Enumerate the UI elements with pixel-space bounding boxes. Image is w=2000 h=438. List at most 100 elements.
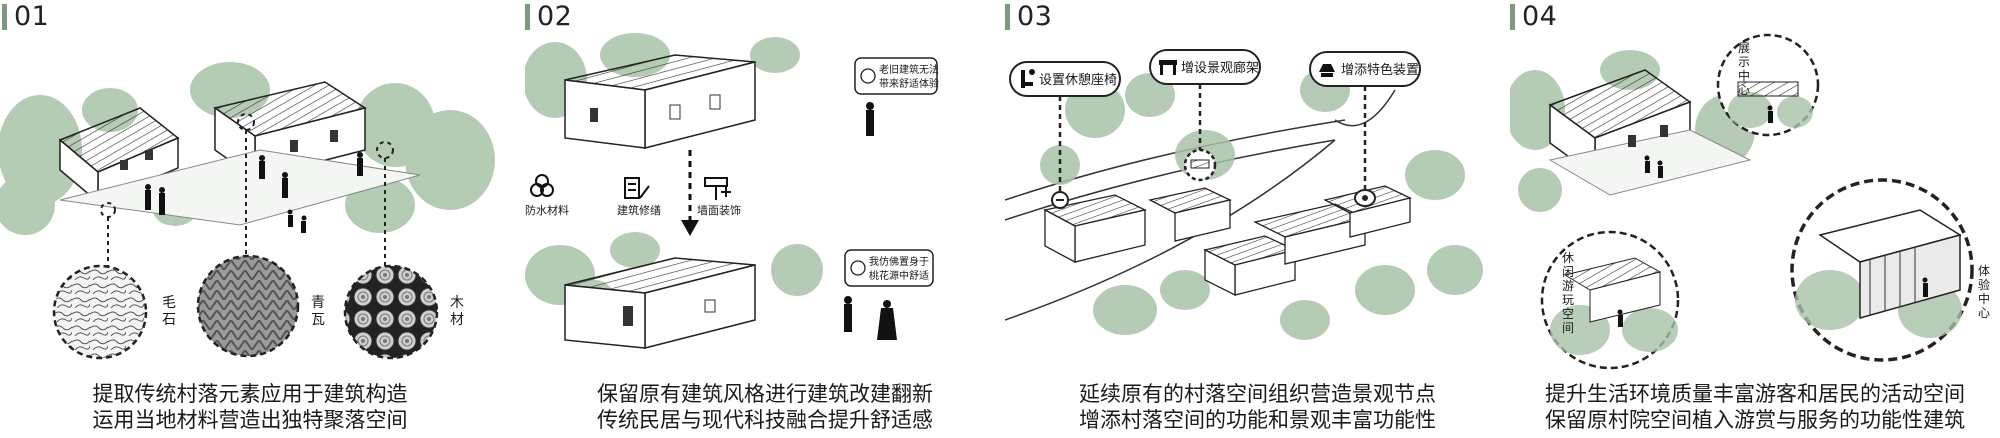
label-char: 心 — [1738, 83, 1750, 97]
caption-line-1: 提取传统村落元素应用于建筑构造 — [92, 382, 408, 406]
speech-bubble-after: 我仿佛置身于 桃花源中舒适 — [844, 249, 934, 287]
label-char: 材 — [450, 312, 464, 328]
material-circle-tile — [196, 254, 300, 358]
people — [145, 152, 363, 233]
caption-line-1: 延续原有的村落空间组织营造景观节点 — [1079, 382, 1436, 406]
zone-label-exhibition: 展 示 中 心 — [1738, 41, 1754, 97]
node-markers — [1051, 148, 1376, 209]
caption-line-1: 保留原有建筑风格进行建筑改建翻新 — [597, 382, 933, 406]
label-char: 心 — [1978, 306, 1990, 320]
panel-number-text: 04 — [1522, 1, 1558, 32]
person-before — [866, 102, 874, 136]
tag-label: 增添特色装置 — [1341, 62, 1419, 78]
panel-02: 02 — [525, 0, 1005, 438]
pavilion-icon — [1159, 60, 1177, 75]
label-char: 玩 — [1562, 293, 1574, 307]
tag-label: 设置休憩座椅 — [1039, 72, 1117, 88]
material-circle-wood — [343, 264, 439, 360]
zone-label-experience: 体 验 中 心 — [1978, 264, 1994, 320]
number-bar — [1510, 4, 1515, 30]
panel-01: 01 — [0, 0, 500, 438]
caption-line-2: 保留原村院空间植入游赏与服务的功能性建筑 — [1545, 408, 1965, 432]
speech-bubble-before: 老旧建筑无法 带来舒适体验 — [854, 57, 939, 95]
panel-03-illustration: 设置休憩座椅 增设景观廊架 增添特色装置 — [1005, 49, 1483, 340]
label-char: 游 — [1562, 279, 1574, 293]
material-circle-stone — [52, 264, 148, 360]
wall-decoration-icon — [704, 177, 731, 200]
callout-lines — [100, 113, 394, 266]
people — [1644, 155, 1663, 178]
zone-exhibition: 展 示 中 心 — [1716, 33, 1820, 137]
panel-04: 04 — [1510, 0, 2000, 438]
label-char: 青 — [311, 295, 325, 311]
caption-line-2: 传统民居与现代科技融合提升舒适感 — [597, 408, 933, 432]
material-label-wood: 木 材 — [450, 295, 468, 328]
people-after — [844, 296, 897, 340]
transform-arrow — [681, 150, 699, 236]
seat-icon — [1021, 69, 1035, 88]
panel-number-text: 03 — [1017, 1, 1053, 32]
label-char: 闲 — [1562, 265, 1574, 279]
material-label-tile: 青 瓦 — [311, 295, 329, 328]
caption-line-2: 增添村落空间的功能和景观丰富功能性 — [1079, 408, 1436, 432]
panel-number-text: 01 — [14, 1, 50, 32]
label-char: 间 — [1562, 321, 1574, 335]
zone-leisure: 休 闲 游 玩 空 间 — [1540, 230, 1680, 370]
number-bar — [2, 4, 7, 30]
panel-caption: 提升生活环境质量丰富游客和居民的活动空间 保留原村院空间植入游赏与服务的功能性建… — [1510, 381, 2000, 433]
material-label-stone: 毛 石 — [162, 295, 180, 328]
bubble-line-2: 带来舒适体验 — [879, 77, 939, 90]
icon-label-repair: 建筑修缮 — [617, 203, 661, 217]
panel-number-text: 02 — [537, 1, 573, 32]
label-char: 瓦 — [311, 312, 325, 328]
panel-number: 01 — [2, 2, 49, 32]
caption-line-1: 提升生活环境质量丰富游客和居民的活动空间 — [1545, 382, 1965, 406]
panel-caption: 延续原有的村落空间组织营造景观节点 增添村落空间的功能和景观丰富功能性 — [1005, 381, 1510, 433]
waterproof-material-icon — [530, 174, 554, 197]
panel-caption: 保留原有建筑风格进行建筑改建翻新 传统民居与现代科技融合提升舒适感 — [525, 381, 1005, 433]
building-repair-icon — [624, 177, 650, 199]
icon-label-waterproof: 防水材料 — [525, 203, 569, 217]
label-char: 休 — [1562, 251, 1574, 265]
panel-01-illustration: 毛 石 青 瓦 木 材 — [0, 62, 495, 360]
happy-face-icon — [850, 260, 866, 276]
house-before — [564, 54, 756, 149]
label-char: 体 — [1978, 264, 1990, 278]
label-char: 展 — [1738, 41, 1750, 55]
zone-experience: 体 验 中 心 — [1790, 178, 1994, 362]
sad-face-icon — [860, 68, 876, 84]
tag-feature-installation: 增添特色装置 — [1309, 51, 1421, 87]
panel-caption: 提取传统村落元素应用于建筑构造 运用当地材料营造出独特聚落空间 — [0, 381, 500, 433]
label-char: 中 — [1738, 68, 1750, 83]
tag-rest-seating: 设置休憩座椅 — [1009, 61, 1121, 97]
label-char: 石 — [162, 312, 176, 328]
label-char: 木 — [450, 295, 464, 311]
panel-03: 03 — [1005, 0, 1510, 438]
label-char: 空 — [1562, 307, 1574, 321]
tag-landscape-corridor: 增设景观廊架 — [1149, 49, 1261, 85]
bubble-line-1: 老旧建筑无法 — [879, 63, 939, 76]
installation-icon — [1319, 64, 1335, 77]
callout-lines — [1058, 84, 1367, 192]
caption-line-2: 运用当地材料营造出独特聚落空间 — [92, 408, 408, 432]
number-bar — [1005, 4, 1010, 30]
panel-number: 03 — [1005, 2, 1052, 32]
label-char: 示 — [1738, 55, 1750, 69]
panel-number: 02 — [525, 2, 572, 32]
panel-02-illustration: 防水材料 建筑修缮 墙面装饰 老旧建筑无法 带来舒适体验 我仿佛置身于 桃花源中… — [525, 33, 939, 349]
zone-label-leisure: 休 闲 游 玩 空 间 — [1562, 251, 1578, 335]
label-char: 中 — [1978, 291, 1990, 306]
panel-04-illustration: 展 示 中 心 休 闲 游 玩 空 — [1510, 33, 1994, 370]
panel-number: 04 — [1510, 2, 1557, 32]
number-bar — [525, 4, 530, 30]
label-char: 验 — [1978, 277, 1990, 292]
bubble-line-2: 桃花源中舒适 — [869, 269, 929, 282]
icon-label-wall: 墙面装饰 — [697, 203, 741, 217]
house-after — [564, 257, 756, 349]
label-char: 毛 — [162, 295, 176, 311]
village-houses — [1043, 185, 1412, 297]
tag-label: 增设景观廊架 — [1181, 60, 1259, 76]
roads — [1005, 89, 1396, 321]
bubble-line-1: 我仿佛置身于 — [869, 255, 929, 268]
